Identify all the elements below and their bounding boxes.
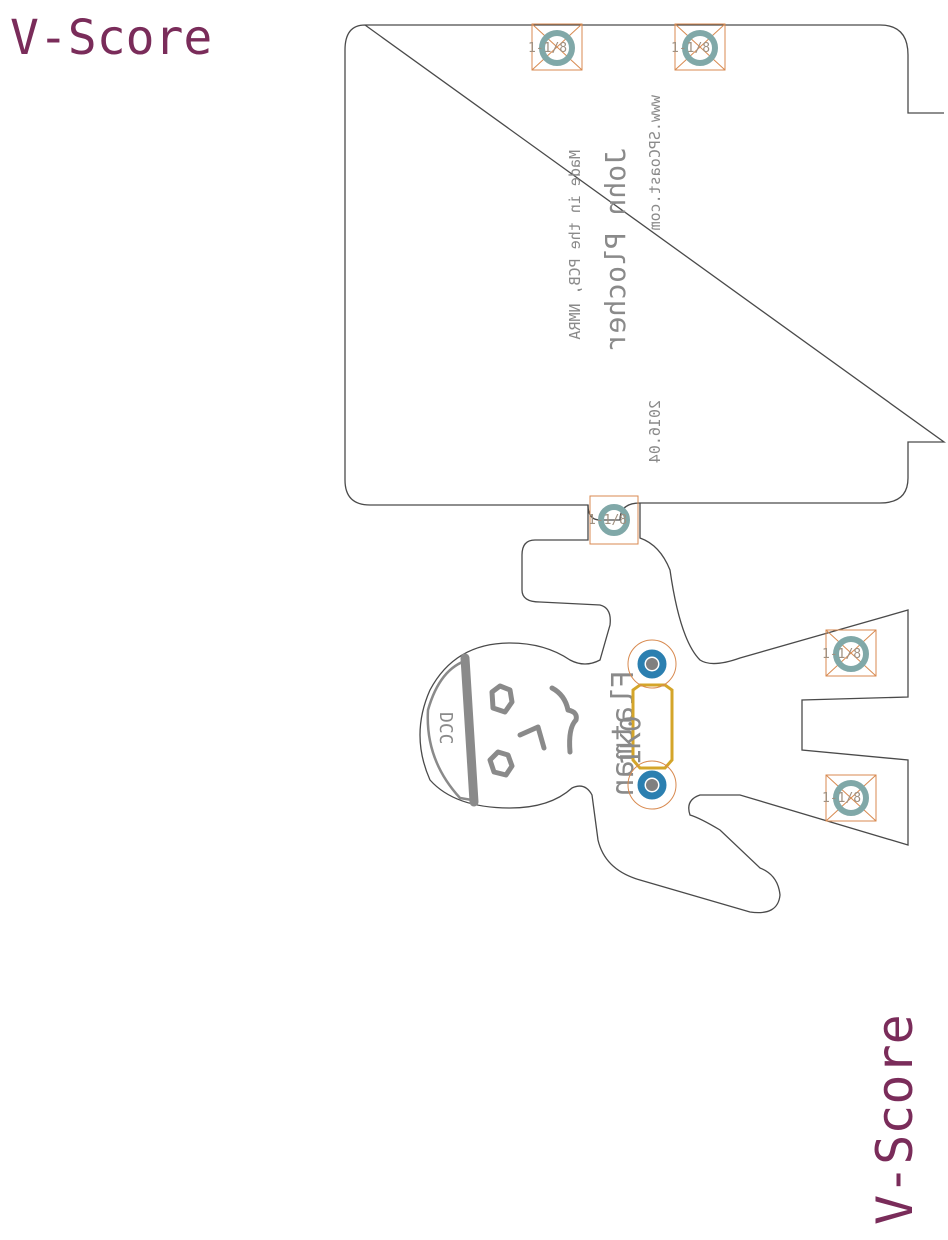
mouth-icon — [549, 685, 579, 755]
mounting-pad-leg-bottom: 1-1/8 — [822, 774, 877, 822]
pad-label-1: 1-1/8 — [528, 41, 567, 56]
helmet-outline — [426, 658, 474, 802]
helmet-band — [460, 653, 479, 807]
eye-top-icon — [489, 683, 515, 715]
nose-icon — [517, 724, 547, 751]
flatman-name-text: Flatman — [606, 670, 641, 796]
mounting-pad-neck: 1-1/8 — [588, 495, 639, 545]
made-in-text: Made in the PCB, NMRA — [566, 150, 584, 340]
mounting-pad-leg-top: 1-1/8 — [822, 629, 877, 677]
flatman-outline — [419, 503, 909, 914]
eye-bottom-icon — [487, 749, 515, 778]
pad-label-5: 1-1/8 — [822, 791, 861, 806]
helmet-text: DCC — [435, 712, 456, 745]
mounting-pad-top-left: 1-1/8 — [528, 23, 583, 71]
resistor-r1: 1K0 — [614, 683, 674, 770]
author-text: John Plocher — [599, 148, 632, 350]
website-text: www.SPCoast.com — [646, 95, 664, 230]
board-panel-outline — [344, 24, 947, 521]
vscore-label-top: V-Score — [10, 10, 212, 66]
pad-label-4: 1-1/8 — [822, 647, 861, 662]
pad-label-2: 1-1/8 — [671, 41, 710, 56]
vscore-label-bottom: V-Score — [866, 1014, 924, 1225]
via-top — [627, 639, 677, 689]
via-bottom — [627, 760, 677, 810]
mounting-pad-top-right: 1-1/8 — [671, 23, 726, 71]
date-text: 2016.04 — [646, 400, 664, 463]
pad-label-3: 1-1/8 — [588, 513, 627, 528]
resistor-value-text: 1K0 — [614, 715, 647, 766]
